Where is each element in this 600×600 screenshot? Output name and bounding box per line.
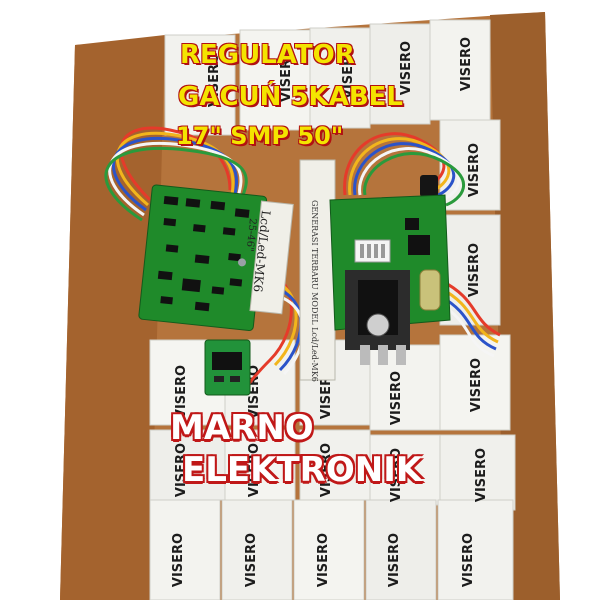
box-brand-text: VISERO [459, 37, 474, 91]
left-pcb-components [157, 195, 250, 312]
box-brand-text: VISERO [469, 358, 484, 412]
headline-line-2: GACUŃ 5KABEL [178, 82, 403, 112]
box-brand-text: VISERO [467, 243, 482, 297]
cardboard-box-left-wall [60, 35, 165, 600]
box-brand-text: VISERO [461, 533, 476, 587]
box-brand-text: VISERO [474, 448, 489, 502]
right-board-transistor [420, 175, 438, 197]
headline-line-1: REGULATOR [180, 40, 355, 70]
mosfet-hole [366, 313, 390, 337]
box-brand-text: VISERO [174, 443, 189, 497]
box-brand-text: VISERO [171, 533, 186, 587]
shop-name-line-1: MARNO [170, 408, 314, 448]
box-brand-text: VISERO [341, 45, 356, 99]
box-brand-text: VISERO [207, 53, 222, 107]
box-brand-text: VISERO [316, 533, 331, 587]
headline-line-3: 17" SMP 50" [176, 122, 344, 150]
left-board-sticker [249, 200, 294, 315]
inductor-coil [419, 269, 441, 311]
right-board-sticker [299, 159, 336, 381]
box-brand-text: VISERO [387, 533, 402, 587]
box-brand-text: VISERO [399, 41, 414, 95]
shop-name-line-2: ELEKTRONIK [182, 450, 423, 490]
box-brand-text: VISERO [247, 365, 262, 419]
box-brand-text: VISERO [467, 143, 482, 197]
box-brand-text: VISERO [247, 443, 262, 497]
left-board-sublabel: 25-46" [244, 218, 258, 252]
box-brand-text: VISERO [174, 365, 189, 419]
box-brand-prints: VISERO VISERO VISERO VISERO VISERO VISERO VISE… [171, 37, 489, 587]
box-brand-text: VISERO [319, 443, 334, 497]
left-regulator-board [138, 184, 294, 332]
box-brand-text: VISERO [389, 448, 404, 502]
small-sub-board [204, 339, 251, 396]
box-brand-text: VISERO [279, 48, 294, 102]
right-regulator-board [299, 159, 451, 381]
box-brand-text: VISERO [389, 371, 404, 425]
box-brand-text: VISERO [244, 533, 259, 587]
right-board-label: GENERASI TERBARU MODEL Lcd/Led-MK6 [310, 200, 319, 382]
